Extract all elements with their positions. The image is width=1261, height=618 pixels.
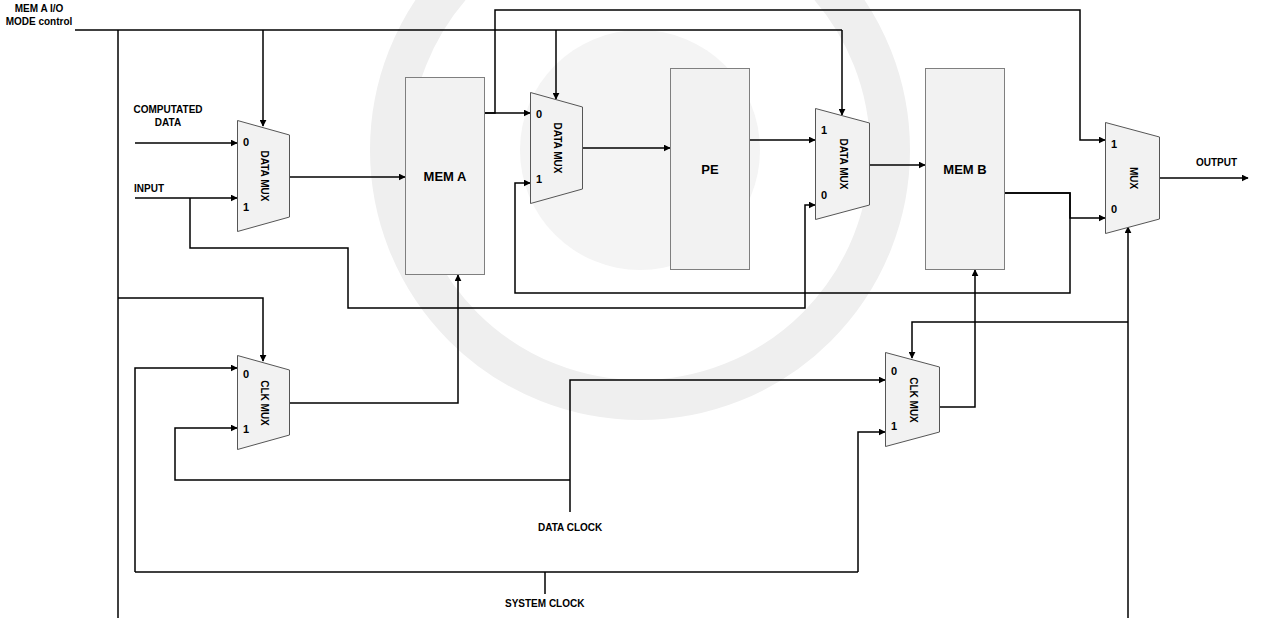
mux-label: CLK MUX [907, 377, 918, 423]
mux-label: CLK MUX [258, 380, 269, 426]
block-label: PE [701, 162, 718, 177]
pin-number: 0 [243, 368, 249, 380]
pin-number: 1 [1111, 138, 1117, 150]
clock-mux: 0CLK MUX 1 [885, 352, 940, 447]
select-wire [118, 298, 263, 361]
pin-number: 1 [243, 423, 249, 435]
signal-connector [583, 147, 670, 149]
output-mux: 1MUX 0 [1105, 122, 1160, 234]
mode-control-wire [117, 30, 119, 618]
clock-mux: 0CLK MUX 1 [237, 355, 290, 450]
signal-connector [940, 270, 975, 407]
pin-number: 1 [891, 420, 897, 432]
pin-number: 0 [1111, 203, 1117, 215]
signal-connector [1005, 193, 1105, 218]
pin-number: 1 [243, 201, 249, 213]
signal-name: OUTPUT [1196, 157, 1237, 170]
output-select-wire [912, 322, 1128, 358]
system-clock-wire [858, 432, 885, 572]
data-clock-wire [570, 380, 885, 512]
signal-name: INPUT [134, 183, 164, 196]
pin-number: 1 [821, 124, 827, 136]
pin-number: 0 [536, 108, 542, 120]
system-clock-wire [135, 571, 858, 573]
select-wire [262, 30, 264, 126]
signal-connector [870, 164, 925, 166]
signal-connector [750, 139, 815, 141]
data-mux: 1DATA MUX 0 [815, 108, 870, 220]
select-wire [841, 30, 843, 115]
data-wire [135, 142, 237, 144]
watermark-logo [390, 0, 890, 400]
clock-name: DATA CLOCK [538, 522, 602, 535]
signal-name: COMPUTATED DATA [128, 104, 208, 129]
pin-number: 1 [536, 173, 542, 185]
data-mux: 0DATA MUX 1 [237, 120, 290, 232]
mode-control-wire [75, 29, 842, 31]
system-clock-wire [544, 572, 546, 594]
select-wire [555, 30, 557, 99]
pin-number: 0 [891, 365, 897, 377]
output-wire [1160, 177, 1248, 179]
control-label: MEM A I/O MODE control [3, 3, 75, 28]
mux-label: DATA MUX [258, 151, 269, 202]
clock-name: SYSTEM CLOCK [505, 598, 584, 611]
signal-connector [290, 275, 458, 403]
processing-element: PE [670, 68, 750, 270]
block-label: MEM B [943, 162, 986, 177]
mux-label: MUX [1127, 167, 1138, 189]
signal-connector [290, 176, 405, 178]
data-mux: 0DATA MUX 1 [530, 92, 583, 204]
pin-number: 0 [821, 189, 827, 201]
system-clock-wire [135, 368, 237, 572]
signal-wires [75, 30, 1248, 618]
data-wire [135, 197, 237, 199]
mux-label: DATA MUX [837, 139, 848, 190]
pin-number: 0 [243, 136, 249, 148]
block-label: MEM A [424, 169, 467, 184]
data-clock-wire [175, 428, 570, 480]
mux-label: DATA MUX [551, 123, 562, 174]
memory-block: MEM B [925, 68, 1005, 270]
output-select-wire [1127, 227, 1129, 618]
memory-block: MEM A [405, 77, 485, 275]
